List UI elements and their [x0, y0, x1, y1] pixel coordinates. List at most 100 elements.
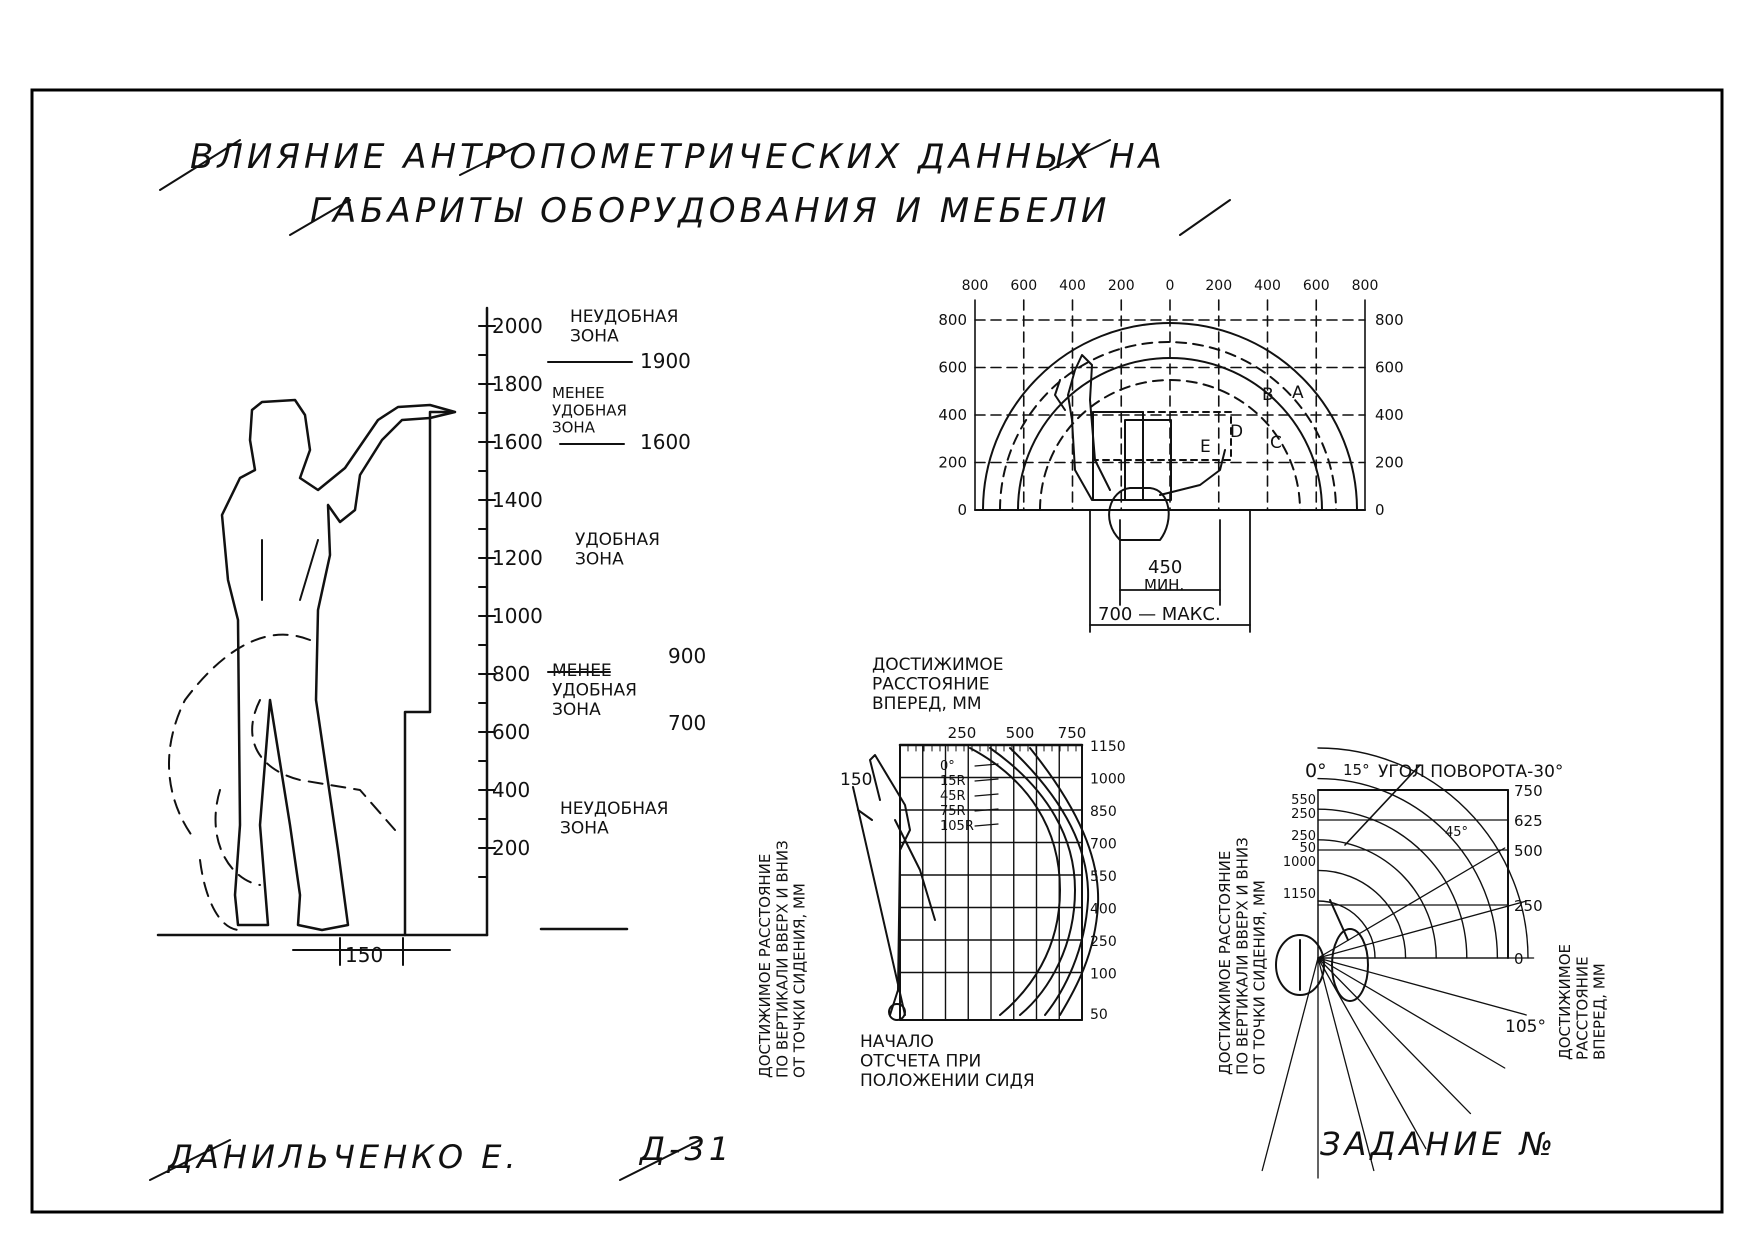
- rotation-reach-diagram: ДОСТИЖИМОЕ РАССТОЯНИЕПО ВЕРТИКАЛИ ВВЕРХ …: [1216, 747, 1609, 1179]
- rot-left-tick-1000: 1000: [1283, 855, 1316, 870]
- bending-person-outline: [168, 633, 396, 931]
- rot-right-tick-625: 625: [1514, 812, 1543, 830]
- dim-min-value: 450: [1148, 557, 1182, 578]
- grid-line: [1317, 957, 1506, 1069]
- side-right-tick-700: 700: [1090, 837, 1117, 853]
- rot-left-tick-1150: 1150: [1283, 887, 1316, 902]
- side-right-tick-850: 850: [1090, 804, 1117, 820]
- seated-person-side: [857, 754, 936, 1016]
- side-curve-label: 45R: [940, 789, 966, 804]
- rot-arc: [1317, 808, 1468, 959]
- plan-left-tick: 600: [938, 359, 967, 377]
- plan-zone-A: A: [1292, 383, 1304, 403]
- side-top-tick-500: 500: [1006, 724, 1035, 742]
- plan-dimensions: 450 МИН. 700 — МАКС.: [1089, 509, 1251, 633]
- rotation-axis-right: ДОСТИЖИМОЕРАССТОЯНИЕВПЕРЕД, ММ: [1556, 944, 1609, 1060]
- rotation-angle-15: 15°: [1343, 761, 1370, 779]
- plan-top-tick: 600: [1303, 278, 1330, 294]
- mark-1900: 1900: [640, 349, 691, 373]
- side-right-tick-250: 250: [1090, 934, 1117, 950]
- rot-head-shape: [1275, 934, 1325, 996]
- grid-line: [974, 808, 999, 812]
- scale-tick-1200: 1200: [492, 546, 543, 570]
- side-right-tick-1000: 1000: [1090, 772, 1126, 788]
- mark-1600: 1600: [640, 430, 691, 454]
- plan-right-tick: 800: [1375, 311, 1404, 329]
- side-right-tick-550: 550: [1090, 869, 1117, 885]
- side-reach-axis-left: ДОСТИЖИМОЕ РАССТОЯНИЕПО ВЕРТИКАЛИ ВВЕРХ …: [756, 840, 809, 1078]
- standing-reach-diagram: 150 200018001600140012001000800600400200…: [156, 306, 706, 967]
- plan-left-tick: 800: [938, 311, 967, 329]
- side-curve-label: 105R: [940, 819, 974, 834]
- plan-left-tick: 400: [938, 406, 967, 424]
- rot-left-tick-250: 250: [1291, 829, 1316, 844]
- plan-top-tick: 0: [1166, 278, 1175, 294]
- plan-right-tick: 400: [1375, 406, 1404, 424]
- plan-right-tick: 600: [1375, 359, 1404, 377]
- plan-left-tick: 200: [938, 454, 967, 472]
- foot-dimension: 150: [292, 937, 451, 967]
- grid-line: [1329, 899, 1349, 941]
- side-curve-label: 0°: [940, 759, 955, 774]
- rot-right-tick-0: 0: [1514, 950, 1524, 968]
- rot-right-tick-750: 750: [1514, 782, 1543, 800]
- grid-line: [1317, 957, 1375, 1172]
- side-top-tick-250: 250: [948, 724, 977, 742]
- side-top-tick-750: 750: [1058, 724, 1087, 742]
- sheet-border: [30, 88, 1724, 1214]
- plan-zone-C: C: [1270, 433, 1282, 453]
- title-block: ВЛИЯНИЕ АНТРОПОМЕТРИЧЕСКИХ ДАННЫХ НА ГАБ…: [159, 137, 1231, 236]
- rot-arc: [1317, 839, 1437, 959]
- scale-tick-2000: 2000: [492, 314, 543, 338]
- rotation-axis-left: ДОСТИЖИМОЕ РАССТОЯНИЕПО ВЕРТИКАЛИ ВВЕРХ …: [1216, 837, 1269, 1075]
- grid-line: [1317, 957, 1427, 1150]
- grid-line: [1261, 957, 1319, 1172]
- rot-left-tick-550: 550: [1291, 793, 1316, 808]
- rot-right-tick-250: 250: [1514, 897, 1543, 915]
- grid-line: [1317, 847, 1506, 959]
- plan-top-tick: 800: [1352, 278, 1379, 294]
- scale-tick-1600: 1600: [492, 430, 543, 454]
- side-right-tick-100: 100: [1090, 967, 1117, 983]
- mark-700: 700: [668, 711, 706, 735]
- plan-top-tick: 600: [1010, 278, 1037, 294]
- scale-tick-400: 400: [492, 778, 530, 802]
- title-line-1: ВЛИЯНИЕ АНТРОПОМЕТРИЧЕСКИХ ДАННЫХ НА: [190, 137, 1166, 177]
- grid-line: [974, 793, 999, 797]
- rotation-angle-45: 45°: [1445, 825, 1468, 840]
- grid-line: [1317, 900, 1527, 959]
- rot-left-tick-50: 50: [1299, 841, 1316, 856]
- plan-zone-D: D: [1230, 422, 1243, 442]
- side-right-tick-50: 50: [1090, 1007, 1108, 1023]
- author-name: ДАНИЛЬЧЕНКО Е.: [166, 1138, 520, 1176]
- group-code: Д-31: [638, 1130, 733, 1168]
- standing-person-outline: [220, 398, 457, 932]
- plan-top-tick: 400: [1059, 278, 1086, 294]
- scale-tick-1800: 1800: [492, 372, 543, 396]
- plan-grid: 800 600 400 200 0 200 400 600 800 800 800 600 600 400…: [938, 278, 1403, 519]
- foot-dimension-label: 150: [345, 943, 383, 967]
- grid-line: [1317, 957, 1527, 1016]
- task-number: ЗАДАНИЕ №: [1320, 1125, 1557, 1163]
- dim-min-label: МИН.: [1144, 576, 1184, 594]
- dim-max: 700 — МАКС.: [1098, 604, 1221, 625]
- plan-zone-E: E: [1200, 437, 1211, 457]
- plan-top-tick: 200: [1205, 278, 1232, 294]
- scale-tick-600: 600: [492, 720, 530, 744]
- grid-line: [1317, 957, 1472, 1115]
- rotation-angle-105: 105°: [1505, 1017, 1546, 1037]
- footer: ДАНИЛЬЧЕНКО Е. Д-31 ЗАДАНИЕ №: [149, 1125, 1557, 1181]
- side-right-tick-400: 400: [1090, 902, 1117, 918]
- plan-top-tick: 800: [962, 278, 989, 294]
- plan-top-tick: 200: [1108, 278, 1135, 294]
- grid-line: [974, 778, 999, 782]
